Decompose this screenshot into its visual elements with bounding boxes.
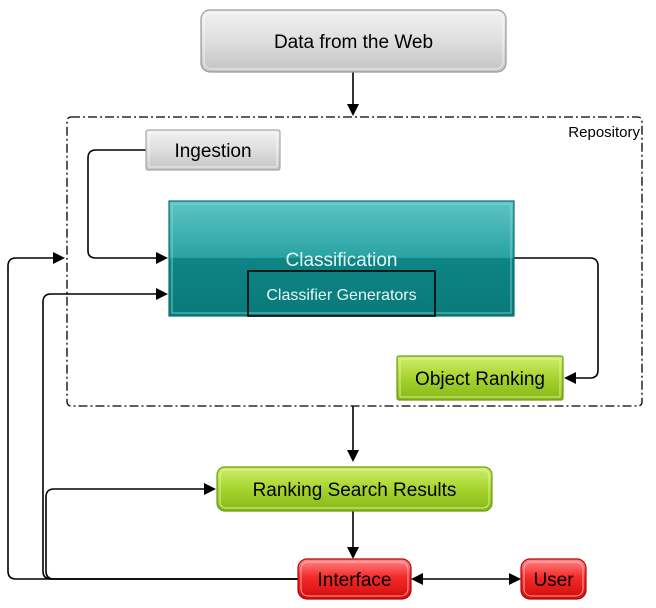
web-label: Data from the Web — [274, 32, 433, 53]
edge-ingestion-to-classification — [87, 149, 168, 264]
repository-container: Repository — [66, 116, 643, 407]
classification-label: Classification — [286, 250, 398, 271]
ingestion-label: Ingestion — [174, 141, 251, 162]
node-classification: Classification Classifier Generators — [168, 200, 515, 317]
node-data-from-web: Data from the Web — [200, 9, 507, 73]
node-interface: Interface — [297, 558, 412, 600]
object-ranking-label: Object Ranking — [415, 369, 545, 390]
edge-interface-to-classification — [42, 288, 300, 580]
classifier-generators-label: Classifier Generators — [266, 287, 416, 304]
node-ranking-search-results: Ranking Search Results — [216, 466, 493, 512]
edge-classification-to-object-ranking — [514, 257, 599, 384]
edge-interface-to-repository — [7, 252, 300, 580]
edge-interface-to-ranking — [45, 483, 300, 580]
node-object-ranking: Object Ranking — [396, 355, 564, 401]
user-label: User — [533, 570, 574, 591]
connectors — [7, 72, 599, 585]
node-user: User — [520, 558, 587, 600]
node-ingestion: Ingestion — [145, 129, 281, 171]
repository-label: Repository — [568, 124, 640, 141]
node-classifier-generators: Classifier Generators — [247, 270, 436, 317]
ranking-search-results-label: Ranking Search Results — [253, 480, 457, 501]
interface-label: Interface — [318, 570, 392, 591]
